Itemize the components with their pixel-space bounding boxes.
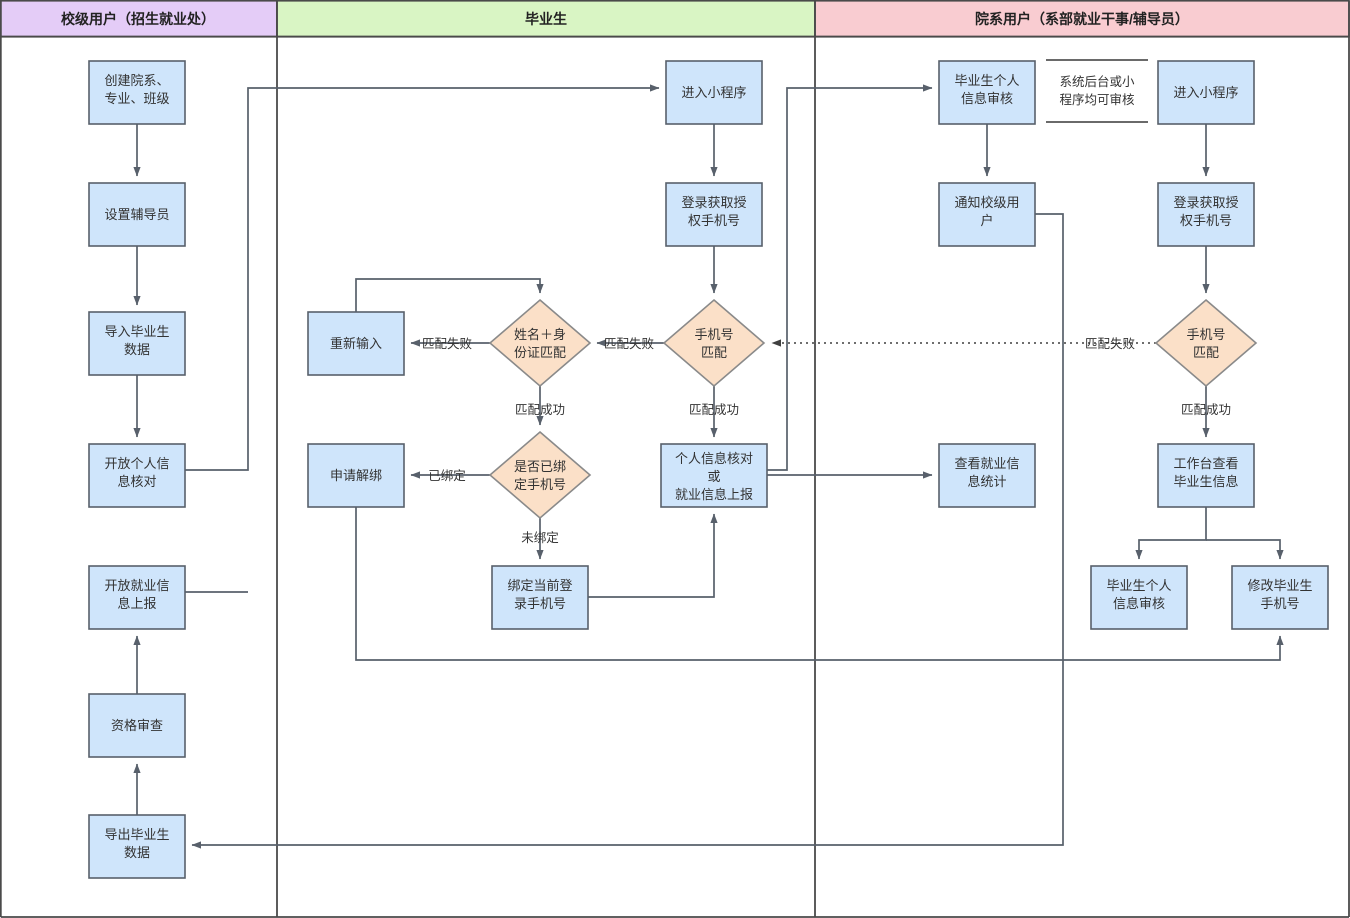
node-label-line2: 信息审核 <box>1113 596 1165 611</box>
connectors <box>133 84 1284 849</box>
node-reenter-input[interactable]: 重新输入 <box>307 311 405 376</box>
node-open-employment-report[interactable]: 开放就业信 息上报 <box>88 565 186 630</box>
node-set-counselor[interactable]: 设置辅导员 <box>88 182 186 247</box>
edge-m8-d1 <box>767 84 933 471</box>
node-label-line1: 开放就业信 <box>104 578 169 593</box>
node-import-graduate-data[interactable]: 导入毕业生 数据 <box>88 311 186 376</box>
node-open-personal-info-check[interactable]: 开放个人信 息核对 <box>88 443 186 508</box>
node-bind-current-phone[interactable]: 绑定当前登 录手机号 <box>491 565 589 630</box>
node-label-line2: 专业、班级 <box>104 91 169 106</box>
node-label-line2: 或 <box>707 469 720 484</box>
node-label-line2: 份证匹配 <box>514 345 566 360</box>
node-label-line1: 重新输入 <box>330 336 382 351</box>
node-label-line1: 登录获取授 <box>1173 195 1238 210</box>
node-label-line2: 毕业生信息 <box>1173 474 1238 489</box>
node-dept-phone-match-decision[interactable]: 手机号 匹配 <box>1154 298 1258 388</box>
node-qualification-review[interactable]: 资格审查 <box>88 693 186 758</box>
node-label-line1: 设置辅导员 <box>104 207 169 222</box>
node-label-line2: 匹配 <box>701 345 727 360</box>
node-create-departments[interactable]: 创建院系、 专业、班级 <box>88 60 186 125</box>
node-label-line3: 就业信息上报 <box>675 487 753 502</box>
edge-label-match-ok-1: 匹配成功 <box>515 403 565 417</box>
node-label-line1: 查看就业信 <box>954 456 1019 471</box>
node-label-line2: 息统计 <box>967 474 1006 489</box>
node-label-line1: 是否已绑 <box>514 459 566 474</box>
node-label-line1: 资格审查 <box>111 718 163 733</box>
node-label-line2: 数据 <box>124 845 150 860</box>
node-label-line1: 导入毕业生 <box>104 324 169 339</box>
node-label-line1: 姓名＋身 <box>514 327 566 342</box>
node-apply-unbind[interactable]: 申请解绑 <box>307 443 405 508</box>
node-workbench-view-graduates[interactable]: 工作台查看 毕业生信息 <box>1157 443 1255 508</box>
node-notify-school-user[interactable]: 通知校级用 户 <box>938 182 1036 247</box>
edge-m9-m8 <box>588 513 718 598</box>
node-label-line1: 手机号 <box>694 327 733 342</box>
node-student-login-phone[interactable]: 登录获取授 权手机号 <box>665 182 763 247</box>
node-label-line1: 申请解绑 <box>330 468 382 483</box>
node-label-line2: 定手机号 <box>514 477 566 492</box>
edge-d2-n7 <box>191 213 1064 849</box>
node-view-employment-stats[interactable]: 查看就业信 息统计 <box>938 443 1036 508</box>
edge-d7-d8 <box>1135 507 1207 560</box>
node-label-line2: 权手机号 <box>688 213 740 228</box>
edge-label-match-fail-1: 匹配失败 <box>422 336 473 351</box>
edge-label-match-ok-2: 匹配成功 <box>689 403 739 417</box>
node-label-line2: 息核对 <box>117 474 156 489</box>
edge-label-match-ok-3: 匹配成功 <box>1181 403 1231 417</box>
edge-n4-m1 <box>185 84 660 471</box>
node-is-phone-bound-decision[interactable]: 是否已绑 定手机号 <box>488 430 592 520</box>
node-label-line1: 通知校级用 <box>954 195 1019 210</box>
node-label-line2: 数据 <box>124 342 150 357</box>
node-label-line2: 权手机号 <box>1180 213 1232 228</box>
lane-header-dept-label: 院系用户（系部就业干事/辅导员） <box>975 11 1189 27</box>
node-dept-enter-miniapp[interactable]: 进入小程序 <box>1157 60 1255 125</box>
node-label-line1: 修改毕业生 <box>1247 578 1312 593</box>
note-line-2: 程序均可审核 <box>1059 92 1135 107</box>
edge-labels: 匹配失败 匹配失败 匹配失败 匹配成功 匹配成功 匹配成功 已绑定 未绑定 <box>422 336 1231 545</box>
node-label-line1: 毕业生个人 <box>1106 578 1171 593</box>
edge-label-bound: 已绑定 <box>428 468 466 483</box>
node-label-line1: 绑定当前登 <box>507 578 572 593</box>
edge-m5-m4-retry <box>355 278 544 312</box>
node-student-enter-miniapp[interactable]: 进入小程序 <box>665 60 763 125</box>
node-label-line1: 工作台查看 <box>1173 456 1238 471</box>
node-personal-info-or-employment-report[interactable]: 个人信息核对 或 就业信息上报 <box>660 443 768 508</box>
node-label-line2: 录手机号 <box>514 596 566 611</box>
lane-headers: 校级用户（招生就业处） 毕业生 院系用户（系部就业干事/辅导员） <box>0 0 1350 38</box>
edge-label-match-fail-3: 匹配失败 <box>1085 336 1136 351</box>
node-student-phone-match-decision[interactable]: 手机号 匹配 <box>662 298 766 388</box>
node-label-line2: 匹配 <box>1193 345 1219 360</box>
node-export-graduate-data[interactable]: 导出毕业生 数据 <box>88 814 186 879</box>
node-label-line1: 导出毕业生 <box>104 827 169 842</box>
note-line-1: 系统后台或小 <box>1059 74 1135 89</box>
node-label-line1: 进入小程序 <box>1173 85 1238 100</box>
node-label-line1: 开放个人信 <box>104 456 169 471</box>
lane-header-student-label: 毕业生 <box>525 11 567 27</box>
node-label-line1: 创建院系、 <box>104 73 169 88</box>
node-label-line2: 户 <box>980 213 993 228</box>
edge-label-unbound: 未绑定 <box>521 530 559 545</box>
node-label-line1: 手机号 <box>1186 327 1225 342</box>
node-dept-audit-graduate-info[interactable]: 毕业生个人 信息审核 <box>1090 565 1188 630</box>
node-modify-graduate-phone[interactable]: 修改毕业生 手机号 <box>1231 565 1329 630</box>
node-label-line2: 手机号 <box>1260 596 1299 611</box>
node-dept-login-phone[interactable]: 登录获取授 权手机号 <box>1157 182 1255 247</box>
node-label-line2: 信息审核 <box>961 91 1013 106</box>
node-label-line1: 登录获取授 <box>681 195 746 210</box>
node-label-line1: 个人信息核对 <box>675 451 753 466</box>
node-label-line1: 毕业生个人 <box>954 73 1019 88</box>
node-name-id-match-decision[interactable]: 姓名＋身 份证匹配 <box>488 298 592 388</box>
node-label-line2: 息上报 <box>117 596 156 611</box>
note-review-channels: 系统后台或小 程序均可审核 <box>1046 59 1148 123</box>
edge-m7-d9 <box>355 507 1284 661</box>
edge-label-match-fail-2: 匹配失败 <box>604 336 655 351</box>
node-dept-review-personal-info[interactable]: 毕业生个人 信息审核 <box>938 60 1036 125</box>
lane-header-school-label: 校级用户（招生就业处） <box>61 11 215 27</box>
node-label-line1: 进入小程序 <box>681 85 746 100</box>
lane-header-student-bg <box>276 0 816 38</box>
edge-d7-d9 <box>1206 539 1284 560</box>
